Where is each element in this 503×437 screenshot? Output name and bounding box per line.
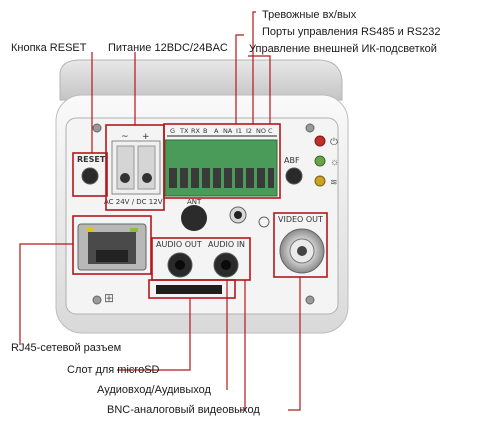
- terminal-pin-label: C: [268, 127, 273, 135]
- reset-marking: RESET: [77, 155, 106, 164]
- reset-button[interactable]: [81, 167, 99, 185]
- video-out-marking: VIDEO OUT: [278, 215, 323, 224]
- status-led-yellow: [314, 175, 326, 187]
- highlight-rj45: [72, 215, 152, 275]
- terminal-slots: [169, 168, 274, 188]
- power-terminal-screw-icon: [142, 173, 152, 183]
- abf-button[interactable]: [285, 167, 303, 185]
- rj45-led-right: [130, 228, 138, 232]
- callout-reset-button: Кнопка RESET: [11, 42, 87, 54]
- power-pin-ac: ~: [121, 132, 129, 142]
- power-spec-marking: AC 24V / DC 12V: [104, 198, 163, 206]
- callout-ir-control: Управление внешней ИК-подсветкой: [249, 43, 437, 55]
- callout-rs-ports: Порты управления RS485 и RS232: [262, 26, 441, 38]
- status-led-green: [314, 155, 326, 167]
- callout-microsd: Слот для microSD: [67, 364, 160, 376]
- network-led-icon: ≋: [330, 177, 338, 187]
- terminal-pin-label: A: [214, 127, 219, 135]
- abf-marking: ABF: [284, 156, 300, 165]
- callout-bnc: BNC-аналоговый видеовыход: [107, 404, 260, 416]
- ant-marking: ANT: [187, 198, 202, 206]
- terminal-pin-label: RX: [191, 127, 201, 135]
- callout-alarm-io: Тревожные вх/вых: [262, 9, 357, 21]
- screw-icon: [92, 123, 315, 305]
- power-led-icon: ⏻: [330, 137, 338, 148]
- highlight-reset: [72, 152, 108, 197]
- rj45-led-left: [86, 228, 94, 232]
- audio-in-marking: AUDIO IN: [208, 240, 245, 249]
- callout-rj45: RJ45-сетевой разъем: [11, 342, 122, 354]
- antenna-connector: [181, 205, 207, 231]
- microsd-slot[interactable]: [156, 285, 222, 294]
- terminal-pin-label: B: [203, 127, 207, 135]
- network-icon: ⊞: [104, 291, 114, 305]
- camera-top-shell: [59, 59, 343, 101]
- callout-power: Питание 12BDC/24BAC: [108, 42, 228, 54]
- terminal-pin-label: TX: [179, 127, 189, 135]
- terminal-pin-label: NA: [223, 127, 233, 135]
- terminal-pin-label: I1: [236, 127, 242, 135]
- status-led-red: [314, 135, 326, 147]
- audio-out-marking: AUDIO OUT: [156, 240, 202, 249]
- terminal-pin-label: NO: [256, 127, 266, 135]
- highlight-terminals: [163, 123, 281, 199]
- terminal-pin-label: G: [170, 127, 175, 135]
- ir-led-icon: ☼: [330, 157, 339, 168]
- power-pin-plus: +: [142, 132, 150, 142]
- ground-icon: [258, 216, 270, 228]
- power-terminal-screw-icon: [120, 173, 130, 183]
- terminal-pin-label: I2: [246, 127, 252, 135]
- highlight-microsd: [148, 279, 236, 299]
- callout-audio: Аудиовход/Аудивыход: [97, 384, 211, 396]
- leader-lines: [19, 11, 301, 411]
